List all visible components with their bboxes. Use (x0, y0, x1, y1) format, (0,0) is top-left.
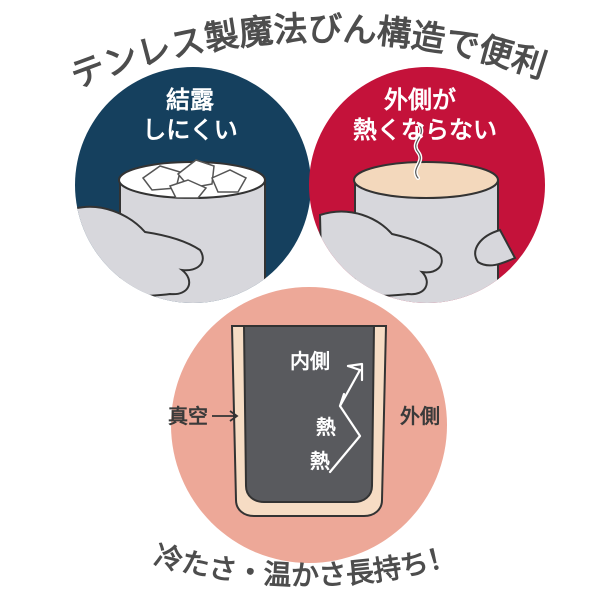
panel-not-hot: 外側が 熱くならない (309, 67, 545, 303)
hand-grip-icon (474, 228, 517, 267)
panel-left-line2: しにくい (142, 116, 238, 144)
ice-cubes-icon (141, 159, 248, 199)
heat-arrow-icon (328, 362, 364, 474)
panel-right-line1: 外側が (384, 86, 456, 114)
panel-left-line1: 結露 (166, 86, 215, 114)
panel-condensation: 結露 しにくい (75, 67, 311, 303)
vacuum-pointer-icon (212, 410, 239, 422)
label-heat-lower: 熱 (310, 449, 330, 473)
cup-hot-rim (353, 161, 499, 199)
label-heat-upper: 熱 (316, 415, 336, 439)
panel-right-line2: 熱くならない (353, 116, 497, 144)
label-vacuum: 真空 (168, 404, 208, 428)
label-outside: 外側 (400, 404, 440, 428)
label-inside: 内側 (290, 349, 330, 373)
diagram-cross-section: 内側 熱 熱 真空 外側 (168, 287, 447, 563)
